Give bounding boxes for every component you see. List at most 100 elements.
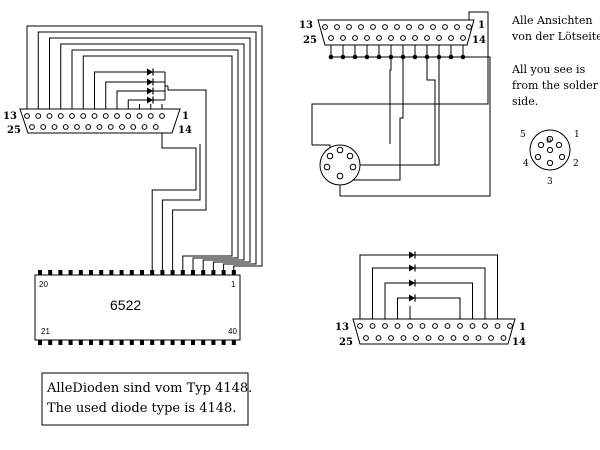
bottom-right-label-25: 25 [339,337,353,348]
left-pin-bottom [141,124,148,130]
caption-box: AlleDioden sind vom Typ 4148. The used d… [41,372,252,426]
bottom-right-pin-bottom [450,335,457,341]
top-right-pin-top [358,24,364,30]
bottom-right-pin-top [407,323,413,329]
left-label-25: 25 [7,125,21,136]
left-pin-bottom [29,124,35,130]
chip-pin-top [89,270,93,276]
chip-pin-top [68,270,73,276]
din-wired-pin [326,152,334,160]
left-diode-4 [147,96,153,104]
din-label-2: 2 [573,159,579,169]
wire [397,297,461,323]
bottom-right-pin-bottom [375,335,382,341]
din-wired-pin [336,146,344,154]
left-diode-1 [147,68,153,76]
bottom-right-pin-top [394,323,401,329]
left-pin-bottom [96,124,103,130]
top-right-pin-top [322,24,328,30]
din-ref-pin [534,153,542,161]
wire [151,133,197,270]
note-en-line2: from the solder [512,79,599,92]
bottom-diode-4 [409,294,415,302]
wire [167,86,207,270]
junction-dot [376,54,382,60]
wire [37,31,257,270]
left-pin-bottom [119,124,125,130]
din-ref-pin [555,141,563,149]
chip-pin-bottom [201,339,206,345]
top-right-label-25: 25 [303,35,317,46]
bottom-right-label-14: 14 [512,337,526,348]
left-label-13: 13 [3,111,17,122]
bottom-right-pin-top [432,323,438,329]
left-label-14: 14 [178,125,192,136]
din-label-4: 4 [523,159,529,169]
chip-pin-bottom [221,339,226,345]
chip-pin-bottom [191,339,195,345]
chip-6522: 20 1 21 40 6522 [34,270,241,345]
wire [351,57,440,166]
wire [384,282,473,323]
bottom-right-pin-bottom [425,335,432,341]
bottom-right-pin-top [457,323,463,329]
notes: Alle Ansichten von der Lötseite!! All yo… [511,14,600,108]
din-label-6: 6 [546,136,552,146]
wire [161,144,201,270]
chip-pin-bottom [109,339,114,345]
left-pin-bottom [85,124,92,130]
bottom-right-pin-bottom [500,335,507,341]
top-right-pin-bottom [352,35,358,41]
wires [26,11,498,323]
chip-pin-top [38,270,42,276]
left-diode-3 [147,87,153,95]
chip-pin-bottom [48,339,53,345]
chip-pin-top [129,270,134,276]
wire [26,25,263,270]
din-wired-pin [336,172,344,180]
chip-pin-bottom [231,339,236,345]
left-pin-top [69,113,75,119]
bottom-right-pin-bottom [400,335,407,341]
din-label-1: 1 [574,130,580,140]
left-pin-top [46,113,53,119]
bottom-right-pin-top [419,323,426,329]
top-right-pin-top [370,24,376,30]
left-pin-top [136,113,143,119]
din-wired-pin [346,152,354,160]
top-right-pin-bottom [388,35,394,41]
chip-pin-bottom [170,339,175,345]
note-de-line2: von der Lötseite!! [511,30,600,43]
bottom-diode-2 [409,264,415,272]
chip-pin-top [231,270,236,276]
din-wired-pin [323,163,331,171]
top-right-label-1: 1 [478,20,485,31]
left-pin-top [147,113,154,119]
bottom-right-pin-bottom [388,335,394,341]
left-pin-bottom [62,124,69,130]
wire [49,37,251,270]
bottom-right-pin-bottom [488,335,494,341]
chip-pin-bottom [211,339,216,345]
bottom-diode-1 [409,251,415,259]
chip-pin-top [119,270,124,276]
left-db25-connector: 13 25 1 14 [3,108,192,136]
left-pin-top [91,113,98,119]
top-right-db25-connector: 13 25 1 14 [299,19,486,46]
junction-dot [448,54,454,60]
bottom-right-db25-connector: 13 25 1 14 [335,318,526,348]
chip-pin-bottom [99,339,104,345]
bottom-right-pin-bottom [475,335,482,341]
chip-pin-bottom [160,339,165,345]
bottom-right-label-1: 1 [519,322,526,333]
din-label-3: 3 [547,177,553,187]
bottom-right-pin-top [369,323,376,329]
chip-pin-bottom [140,339,144,345]
wire [359,254,498,323]
wire [60,43,245,270]
top-right-pin-top [334,24,340,30]
chip-pin-top [99,270,104,276]
din-ref-pin [546,159,554,167]
wire [71,49,239,270]
